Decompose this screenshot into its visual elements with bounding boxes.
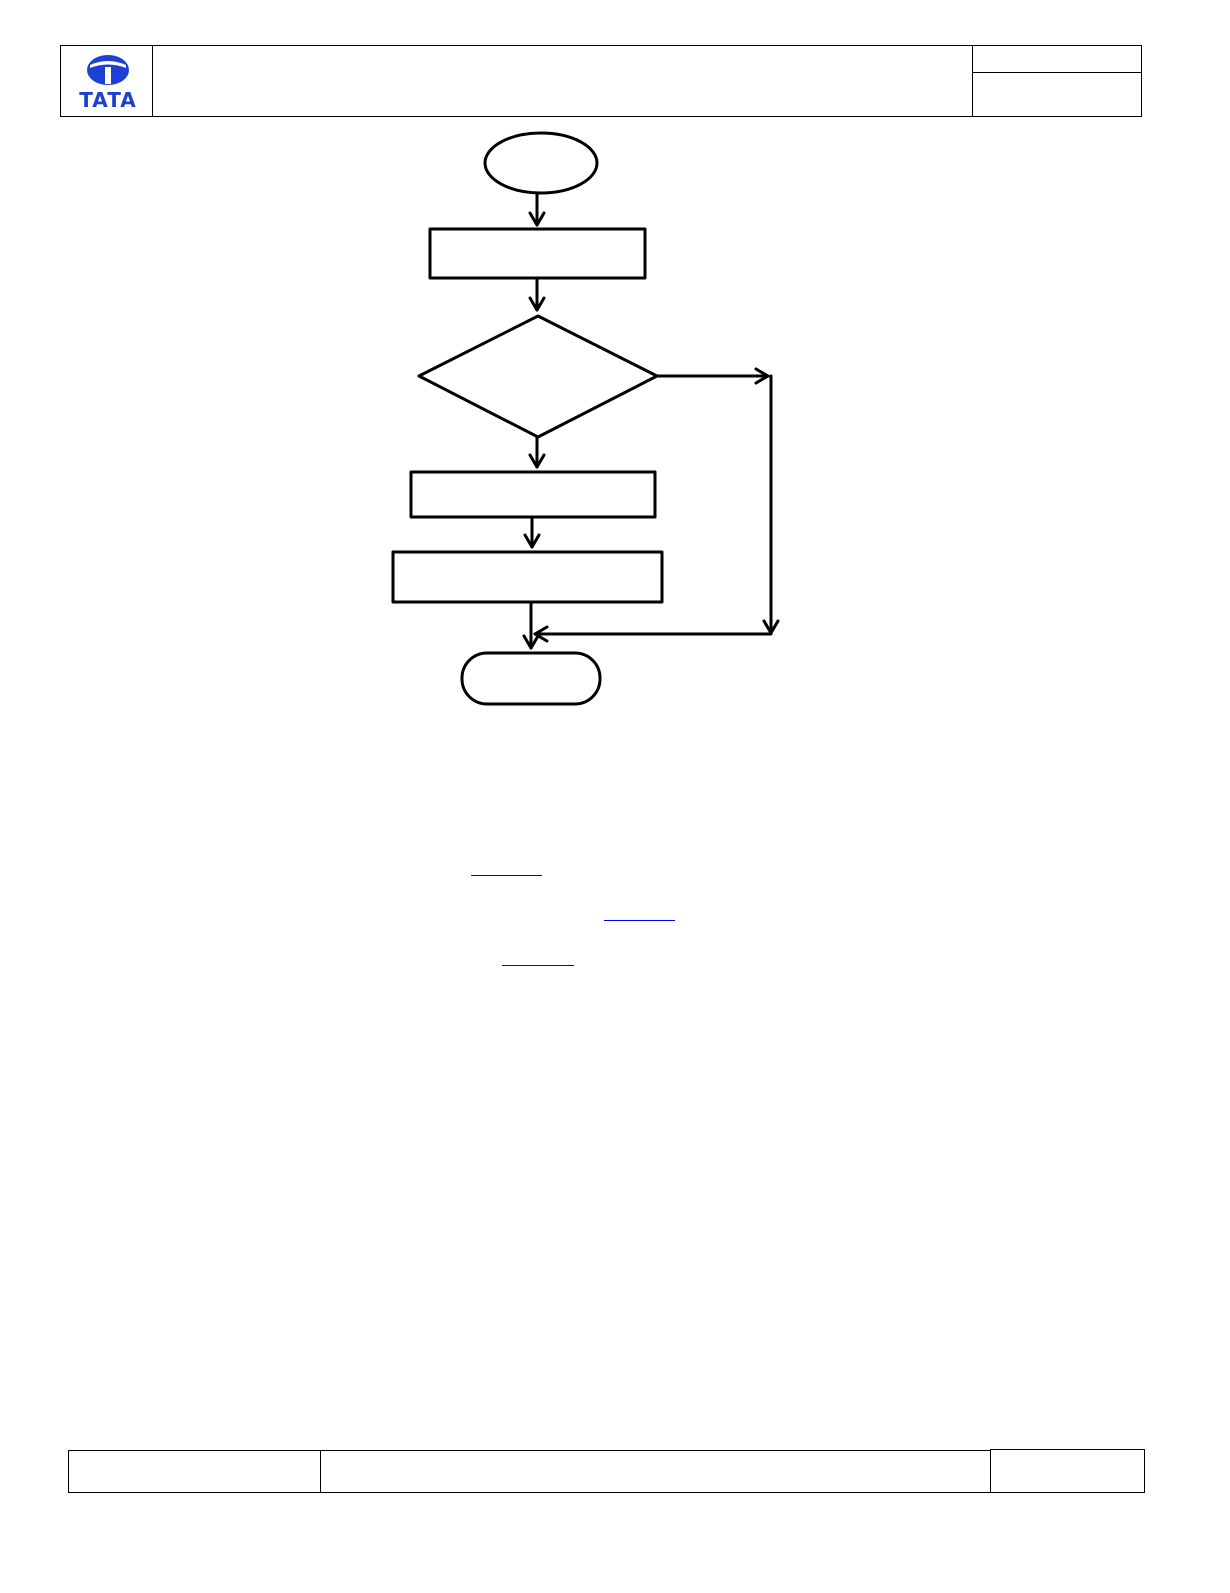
arrowhead-start-to-step1	[528, 211, 546, 227]
header-doc-number-cell	[973, 46, 1141, 73]
flowchart	[391, 131, 780, 706]
footer-table	[68, 1450, 991, 1493]
flowchart-process-step-2	[409, 470, 657, 519]
hyperlink-3[interactable]	[502, 965, 574, 966]
arrowhead-bypass-left	[533, 625, 549, 643]
header-title-cell	[153, 46, 973, 116]
flowchart-decision	[417, 314, 659, 439]
flowchart-process-step-1	[428, 227, 647, 280]
svg-text:TATA: TATA	[79, 88, 137, 112]
flowchart-process-step-3	[391, 550, 664, 604]
tata-logo: TATA	[79, 55, 137, 112]
footer-left-cell	[69, 1451, 321, 1492]
header-table: TATA	[60, 45, 1142, 117]
arrowhead-decision-down	[528, 453, 546, 469]
arrowhead-decision-right	[754, 367, 770, 385]
footer-page-number-box	[990, 1449, 1145, 1493]
flowchart-start-terminal	[483, 131, 599, 195]
header-logo-cell: TATA	[61, 46, 153, 116]
footer-middle-cell	[321, 1451, 991, 1492]
arrowhead-step3-to-end	[522, 634, 540, 650]
hyperlink-2[interactable]	[604, 920, 675, 921]
arrowhead-step1-to-decision	[528, 296, 546, 312]
flowchart-end-terminal	[460, 651, 602, 706]
hyperlink-1[interactable]	[471, 875, 542, 876]
arrowhead-step2-to-step3	[523, 533, 541, 549]
